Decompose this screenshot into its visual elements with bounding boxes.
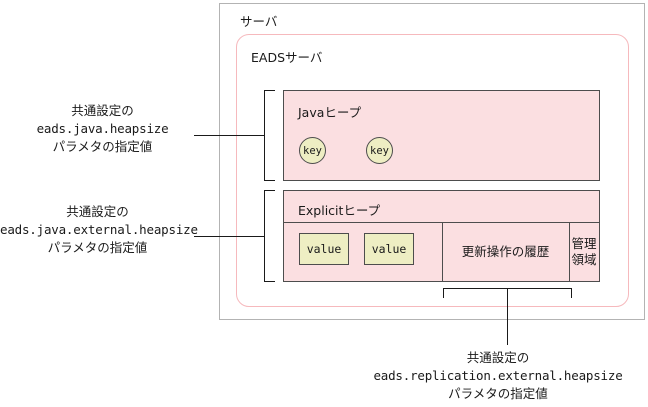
replication-external-heapsize-callout: 共通設定の eads.replication.external.heapsize… (348, 349, 648, 403)
java-heap-bracket (264, 90, 275, 181)
java-external-heapsize-callout-line-2: eads.java.external.heapsize (0, 222, 198, 238)
replication-external-heapsize-callout-line-2: eads.replication.external.heapsize (373, 368, 623, 384)
java-external-heapsize-callout-line-1: 共通設定の (66, 204, 129, 219)
management-area-line-2: 領域 (571, 251, 597, 267)
explicit-heap-divider-1 (442, 222, 443, 281)
java-heapsize-callout-line-2: eads.java.heapsize (36, 121, 169, 137)
java-heapsize-callout: 共通設定の eads.java.heapsize パラメタの指定値 (10, 102, 195, 156)
replication-external-heapsize-callout-line-1: 共通設定の (466, 350, 530, 365)
explicit-heap-bracket (264, 190, 275, 282)
key-object: key (299, 137, 326, 164)
replication-area-leader-line (507, 288, 508, 345)
server-frame-label: サーバ (240, 14, 278, 29)
java-heapsize-callout-line-3: パラメタの指定値 (52, 139, 153, 155)
java-heap-box: Javaヒープ key key (283, 90, 600, 181)
update-history-region-label: 更新操作の履歴 (461, 243, 550, 259)
management-area-region-label: 管理 領域 (569, 222, 599, 281)
explicit-heap-leader-line (194, 236, 265, 237)
java-external-heapsize-callout-line-3: パラメタの指定値 (47, 240, 148, 256)
management-area-line-1: 管理 (571, 235, 597, 251)
explicit-heap-box: Explicitヒープ value value 更新操作の履歴 管理 領域 (283, 190, 600, 282)
eads-server-frame-label: EADSサーバ (251, 50, 323, 65)
explicit-heap-divider-2 (569, 222, 570, 281)
eads-server-frame (236, 34, 629, 307)
value-object: value (299, 233, 349, 265)
java-heapsize-callout-line-1: 共通設定の (71, 103, 134, 118)
replication-external-heapsize-callout-line-3: パラメタの指定値 (448, 386, 548, 402)
explicit-heap-header-divider (284, 222, 599, 223)
java-external-heapsize-callout: 共通設定の eads.java.external.heapsize パラメタの指… (0, 203, 198, 257)
java-heap-leader-line (194, 135, 265, 136)
key-object: key (366, 137, 393, 164)
explicit-heap-title: Explicitヒープ (298, 203, 381, 218)
java-heap-title: Javaヒープ (298, 105, 362, 120)
value-object: value (364, 233, 414, 265)
